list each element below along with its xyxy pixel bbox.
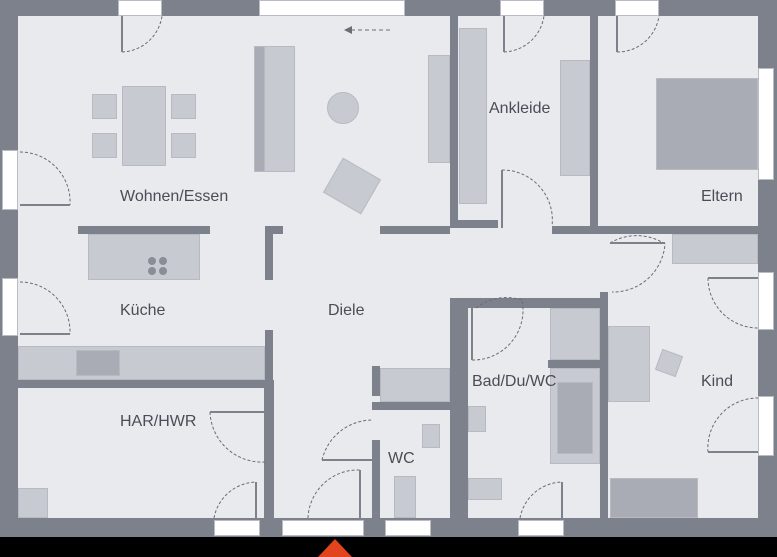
- room-label-bad: Bad/Du/WC: [472, 373, 557, 390]
- sink: [76, 350, 120, 376]
- wall: [458, 300, 476, 308]
- window: [758, 396, 774, 456]
- wall: [18, 380, 273, 388]
- door-swings: [19, 15, 759, 519]
- room-label-wohnen-essen: Wohnen/Essen: [120, 188, 229, 205]
- wall: [78, 226, 210, 234]
- bed: [610, 478, 698, 518]
- window: [615, 0, 659, 16]
- room-label-kind: Kind: [701, 373, 734, 390]
- window: [2, 278, 18, 336]
- wall: [600, 292, 608, 518]
- toilet: [468, 478, 502, 500]
- room-har-hwr: [18, 388, 264, 518]
- window: [118, 0, 162, 16]
- bed: [656, 78, 758, 170]
- window: [385, 520, 431, 536]
- shower: [550, 308, 600, 360]
- room-label-eltern: Eltern: [701, 188, 743, 205]
- stove-icon: [146, 255, 170, 277]
- window: [214, 520, 260, 536]
- chair: [171, 94, 196, 119]
- chair: [92, 94, 117, 119]
- sofa-back: [254, 46, 265, 172]
- desk: [608, 326, 650, 402]
- room-label-har-hwr: HAR/HWR: [120, 413, 197, 430]
- chair: [92, 133, 117, 158]
- wall: [450, 16, 458, 228]
- cabinet: [380, 368, 450, 402]
- wall: [458, 220, 498, 228]
- sideboard: [428, 55, 450, 163]
- window: [282, 520, 364, 536]
- room-label-ankleide: Ankleide: [489, 100, 551, 117]
- washbasin: [468, 406, 486, 432]
- wall: [265, 226, 273, 280]
- kitchen-island: [88, 234, 200, 280]
- wall: [380, 226, 450, 234]
- room-label-kueche: Küche: [120, 302, 166, 319]
- dashed-arrow-left-icon: [344, 26, 352, 34]
- wall: [520, 300, 606, 308]
- wardrobe: [459, 28, 487, 204]
- room-wohnen-essen: [18, 16, 450, 228]
- window: [2, 150, 18, 210]
- window: [518, 520, 564, 536]
- wardrobe: [560, 60, 590, 176]
- wall: [372, 366, 380, 396]
- room-label-diele: Diele: [328, 302, 365, 319]
- appliance: [18, 488, 48, 518]
- wall: [372, 402, 452, 410]
- window: [758, 272, 774, 330]
- window: [259, 0, 405, 16]
- entrance-triangle-icon: [318, 539, 352, 557]
- wall: [450, 298, 458, 518]
- wall: [548, 360, 600, 368]
- wall: [265, 226, 283, 234]
- window: [758, 68, 774, 180]
- wall: [590, 16, 598, 176]
- floor-plan: Wohnen/Essen Ankleide Eltern Küche Diele…: [0, 0, 777, 537]
- wall: [265, 462, 273, 518]
- window: [500, 0, 544, 16]
- chair: [171, 133, 196, 158]
- shelf: [672, 234, 758, 264]
- room-label-wc: WC: [388, 450, 415, 467]
- dining-table: [122, 86, 166, 166]
- wall: [372, 440, 380, 518]
- wall: [552, 226, 758, 234]
- round-table: [327, 92, 359, 124]
- washbasin: [422, 424, 440, 448]
- toilet: [394, 476, 416, 518]
- bathtub-basin: [557, 382, 593, 454]
- kitchen-counter: [18, 346, 265, 380]
